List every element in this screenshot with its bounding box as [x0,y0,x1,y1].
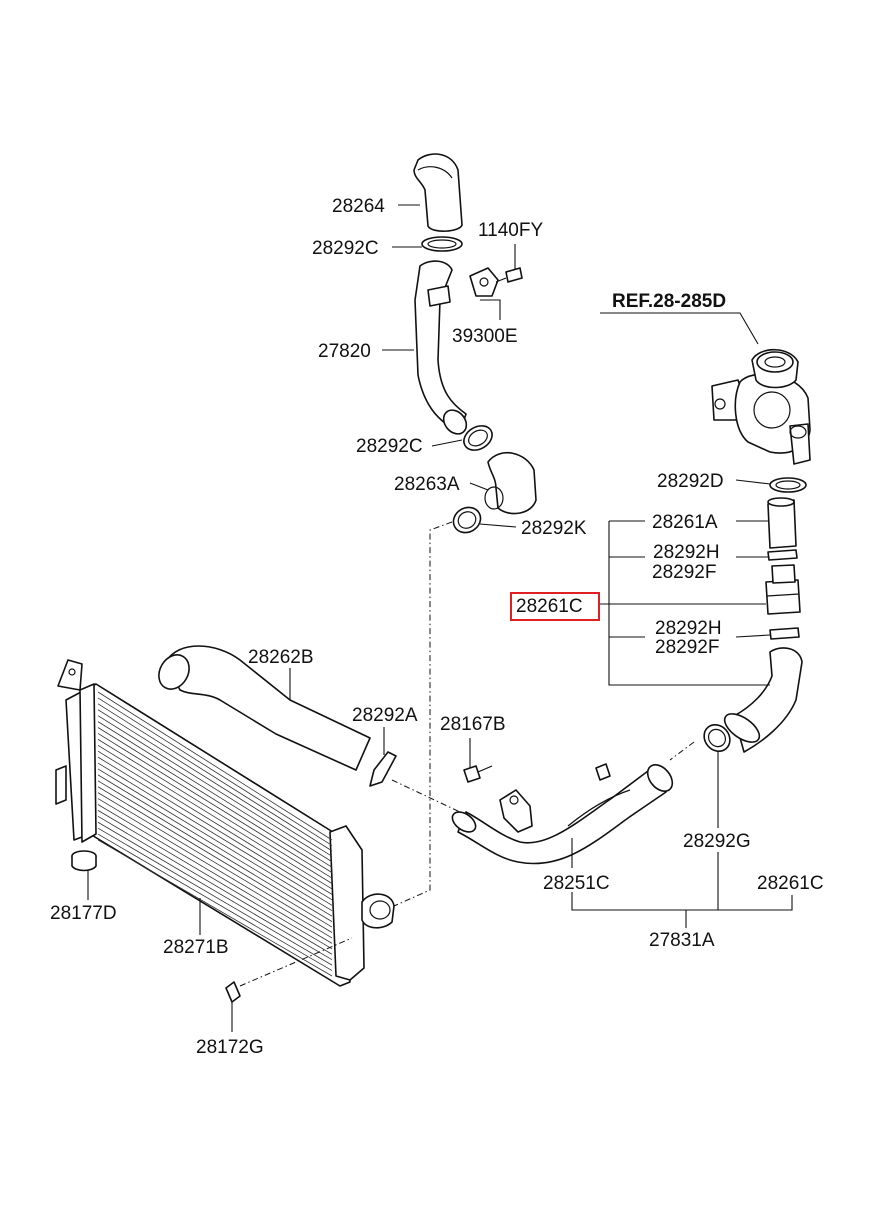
label-27820[interactable]: 27820 [318,341,371,362]
intercooler-fin-line [97,709,333,857]
label-27831A[interactable]: 27831A [649,930,715,951]
intercooler-fin-line [97,733,333,879]
intercooler-fin-line [97,756,333,901]
intercooler-fin-line [97,750,333,895]
hose-28261A[interactable] [767,497,797,549]
label-28292C-mid[interactable]: 28292C [356,436,423,457]
hose-28263A[interactable] [484,452,537,515]
intercooler-fin-line [97,804,333,944]
label-28172G[interactable]: 28172G [196,1037,264,1058]
hose-28261C[interactable] [765,564,801,615]
intercooler-fin-line [97,744,333,890]
bracket-28172G[interactable] [225,981,241,1003]
label-39300E[interactable]: 39300E [452,326,518,347]
intercooler-fin-line [97,762,333,906]
intercooler-fin-line [97,821,333,961]
intercooler-fin-line [97,715,333,863]
hose-lower-bend[interactable] [720,647,803,753]
label-28292F-lower[interactable]: 28292F [655,637,719,658]
label-28251C[interactable]: 28251C [543,873,610,894]
label-28292C-top[interactable]: 28292C [312,238,379,259]
clamp-28292C-mid[interactable] [460,421,497,455]
mount-28177D[interactable] [71,850,97,872]
turbocharger-icon [711,349,811,465]
intercooler-fin-line [97,839,333,977]
label-28292A[interactable]: 28292A [352,705,418,726]
intercooler-fin-line [97,721,333,868]
clamp-28292K[interactable] [449,503,485,538]
leader-lines [87,204,793,1032]
bolt-28167B[interactable] [463,765,493,783]
label-28292F-upper[interactable]: 28292F [652,562,716,583]
intercooler-fin-line [97,768,333,912]
clamp-28292A[interactable] [369,751,397,787]
label-1140FY[interactable]: 1140FY [478,220,543,241]
dashed-connection-lines [239,521,695,987]
label-28177D[interactable]: 28177D [50,903,117,924]
label-28167B[interactable]: 28167B [440,714,506,735]
label-28271B[interactable]: 28271B [163,937,229,958]
label-ref-28-285D[interactable]: REF.28-285D [612,291,726,312]
label-28261A[interactable]: 28261A [652,512,718,533]
pipe-28251C[interactable] [449,760,678,865]
label-28264[interactable]: 28264 [332,196,385,217]
intercooler-fin-line [97,727,333,873]
hose-28264[interactable] [413,153,463,232]
label-28261C-highlighted[interactable]: 28261C [516,596,583,617]
hose-28262B[interactable] [153,645,371,771]
clamp-28292H-28292F-lower[interactable] [769,627,800,640]
intercooler-fin-line [97,833,333,971]
intercooler-fin-line [97,703,333,852]
highlight-box [510,592,600,621]
intercooler-fins [97,691,333,977]
intercooler-fin-line [97,786,333,928]
pipe-27820[interactable] [414,260,471,438]
label-28292D[interactable]: 28292D [657,471,724,492]
intercooler-fin-line [97,739,333,884]
clamp-28292C-top[interactable] [421,236,463,252]
intercooler-28271B[interactable] [55,659,395,987]
intercooler-fin-line [97,810,333,950]
intercooler-fin-line [97,691,333,841]
clamp-28292H-28292F-upper[interactable] [767,549,798,561]
label-28261C[interactable]: 28261C [757,873,824,894]
label-28263A[interactable]: 28263A [394,474,460,495]
clamp-28292G[interactable] [699,720,735,757]
label-28292G[interactable]: 28292G [683,831,751,852]
intercooler-fin-line [97,792,333,933]
intercooler-fin-line [97,815,333,955]
label-28292H-upper[interactable]: 28292H [653,542,720,563]
intercooler-fin-line [97,827,333,966]
intercooler-fin-line [97,774,333,917]
intercooler-fin-line [97,798,333,939]
label-28292K[interactable]: 28292K [521,518,587,539]
label-28292H-lower[interactable]: 28292H [655,618,722,639]
intercooler-fin-line [97,697,333,846]
intercooler-fin-line [97,780,333,922]
clamp-28292D[interactable] [769,477,807,493]
bolt-1140FY[interactable] [495,267,523,283]
sensor-39300E[interactable] [469,267,499,297]
label-28262B[interactable]: 28262B [248,647,314,668]
